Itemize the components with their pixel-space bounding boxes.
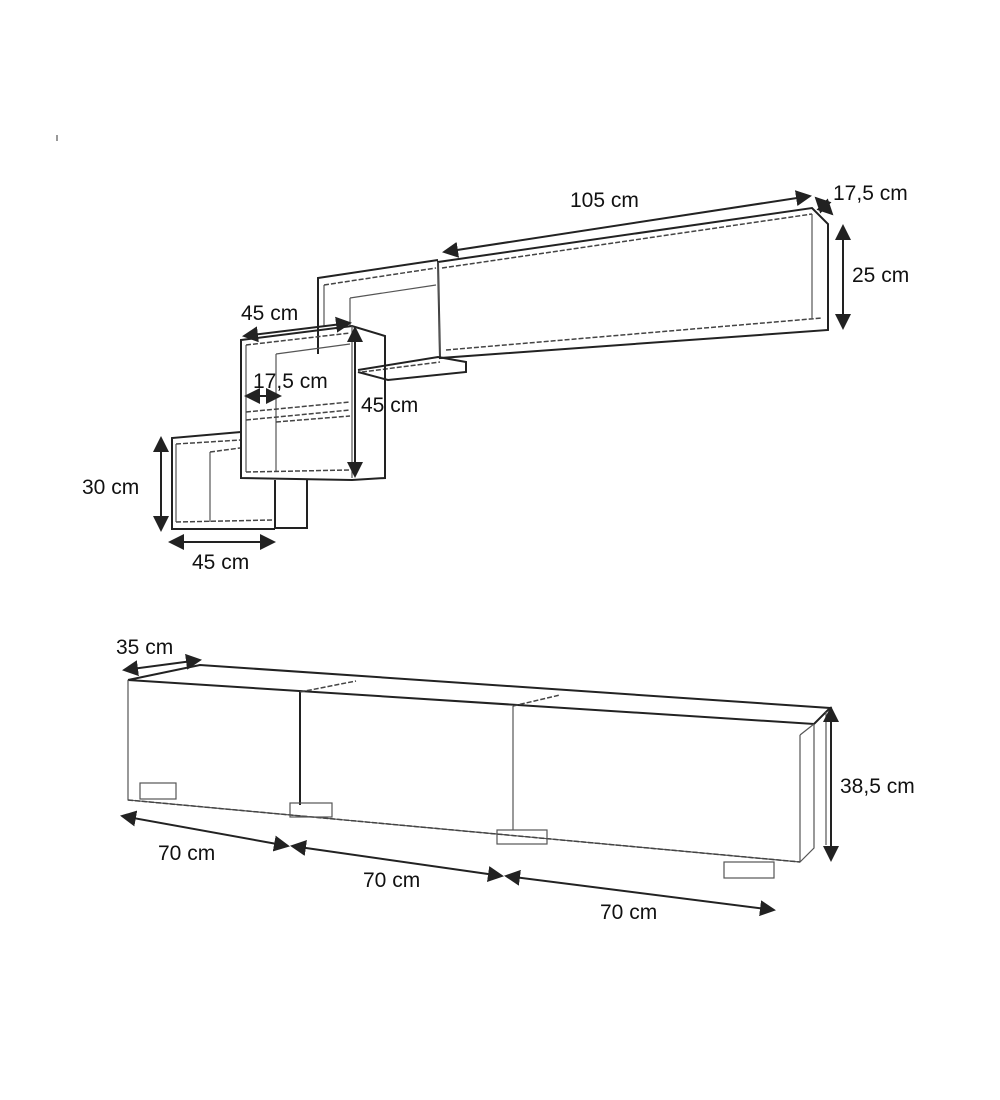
tv-unit bbox=[127, 663, 833, 879]
tv-unit-foot bbox=[723, 861, 775, 879]
label-17-5-cm-shelf: 17,5 cm bbox=[833, 182, 908, 205]
small-lower-cube bbox=[171, 431, 308, 530]
middle-open-cube bbox=[317, 259, 467, 382]
tv-unit-foot bbox=[496, 829, 548, 845]
label-25-cm: 25 cm bbox=[852, 264, 909, 287]
tv-unit-foot bbox=[139, 782, 177, 800]
label-17-5-cm-cube: 17,5 cm bbox=[253, 370, 328, 393]
label-70-cm-second: 70 cm bbox=[363, 869, 420, 892]
dim-line-45-cube-width bbox=[242, 316, 352, 343]
label-45-cm-small: 45 cm bbox=[192, 551, 249, 574]
label-45-cm-cube-width: 45 cm bbox=[241, 302, 298, 325]
dim-line-105 bbox=[442, 190, 812, 258]
dim-line-17-5-top bbox=[814, 196, 834, 216]
label-70-cm-third: 70 cm bbox=[600, 901, 657, 924]
dim-line-35 bbox=[122, 653, 202, 677]
dim-line-70-second bbox=[290, 840, 504, 882]
tv-unit-foot bbox=[289, 802, 333, 818]
dim-line-70-first bbox=[120, 810, 290, 852]
long-wall-shelf bbox=[436, 206, 829, 360]
label-105-cm: 105 cm bbox=[570, 189, 639, 212]
label-45-cm-cube-height: 45 cm bbox=[361, 394, 418, 417]
label-30-cm: 30 cm bbox=[82, 476, 139, 499]
dim-line-70-third bbox=[504, 869, 776, 917]
label-38-5-cm: 38,5 cm bbox=[840, 775, 915, 798]
label-35-cm: 35 cm bbox=[116, 636, 173, 659]
label-70-cm-first: 70 cm bbox=[158, 842, 215, 865]
